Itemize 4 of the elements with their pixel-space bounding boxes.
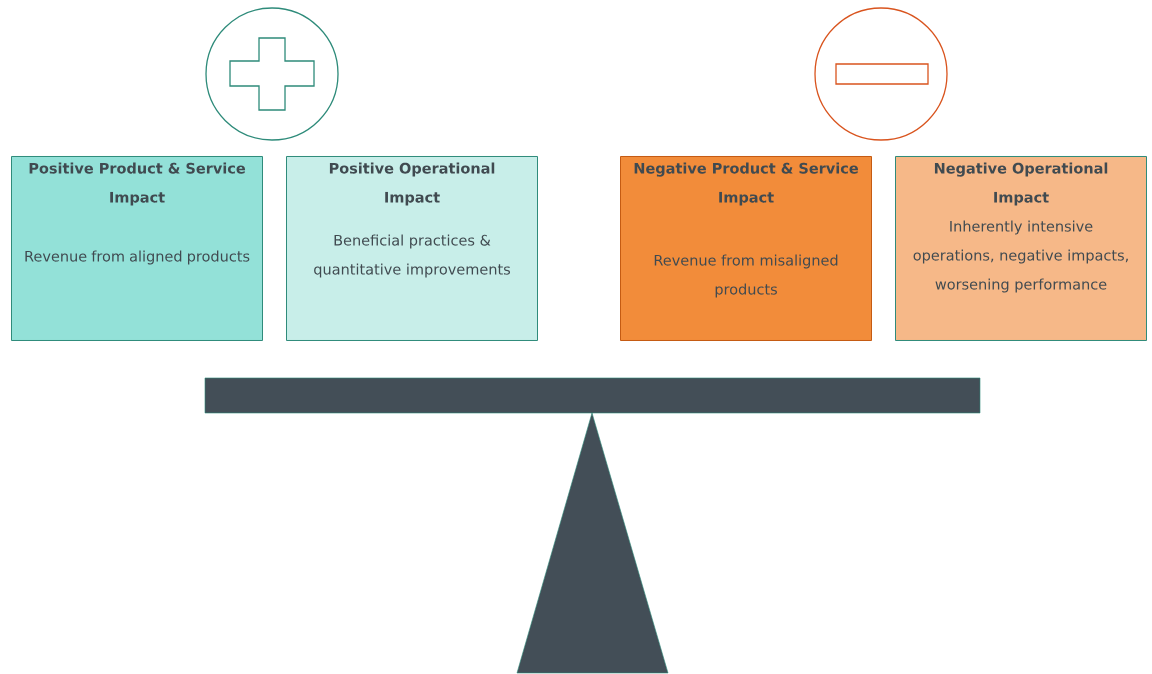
- impact-box: Positive Product & Service Impact Revenue from aligned products: [11, 156, 263, 341]
- impact-box: Positive Operational Impact Beneficial practices & quantitative improvements: [286, 156, 538, 341]
- impact-box: Negative Operational Impact Inherently intensive operations, negative impacts, worsening performance: [895, 156, 1147, 341]
- impact-box: Negative Product & Service Impact Revenue from misaligned products: [620, 156, 872, 341]
